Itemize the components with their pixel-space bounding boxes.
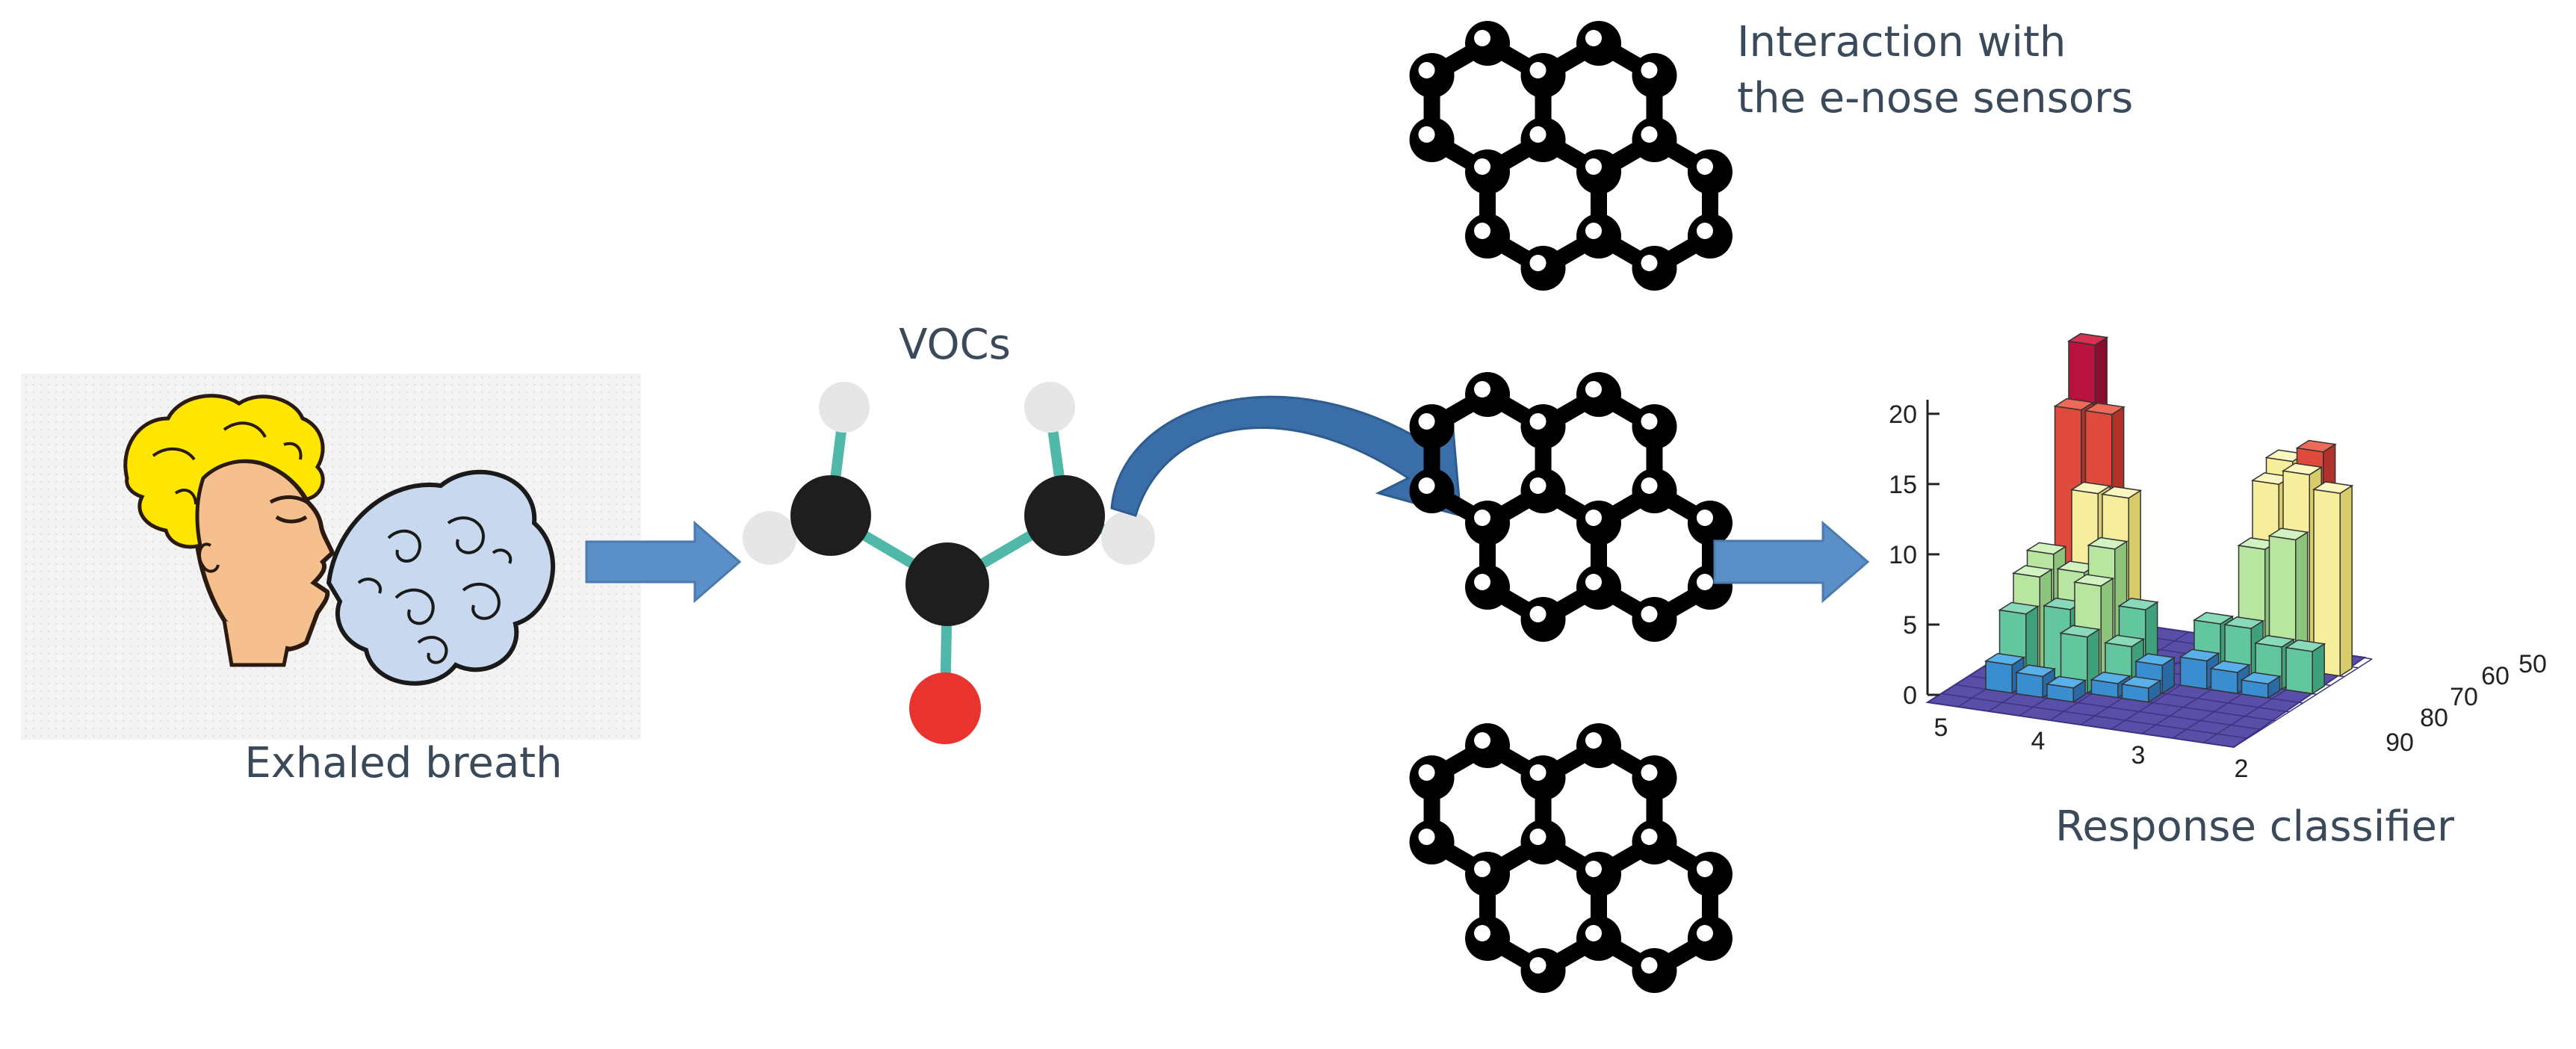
person-exhaling-icon xyxy=(123,394,335,667)
carbon-atom xyxy=(905,542,989,626)
hydrogen-atom xyxy=(1024,382,1075,433)
bar xyxy=(2312,481,2354,678)
oxygen-atom xyxy=(909,672,981,744)
exhaled-breath-label: Exhaled breath xyxy=(244,739,562,787)
x-tick-label: 2 xyxy=(2235,755,2249,783)
bar xyxy=(2045,675,2087,703)
bar xyxy=(2284,639,2326,695)
graphene-sensor-icon xyxy=(1409,21,1733,291)
x-tick-label: 3 xyxy=(2131,741,2146,770)
curved-arrow xyxy=(1110,395,1462,518)
bar xyxy=(2120,675,2162,704)
bar xyxy=(2240,672,2282,699)
z-tick-label: 10 xyxy=(1889,541,1917,569)
x-tick-label: 5 xyxy=(1934,714,1948,742)
interaction-label-line1: Interaction with xyxy=(1737,18,2066,66)
flow-arrow-1 xyxy=(585,520,742,604)
bar xyxy=(2209,660,2251,695)
z-tick-label: 20 xyxy=(1889,400,1917,429)
graphene-sensor-icon xyxy=(1409,372,1733,642)
vocs-label: VOCs xyxy=(899,321,1011,369)
carbon-atom xyxy=(790,475,871,556)
voc-molecule-icon: VOCs xyxy=(743,321,1155,744)
interaction-label-line2: the e-nose sensors xyxy=(1737,74,2133,123)
hydrogen-atom xyxy=(819,382,870,433)
response-classifier-label: Response classifier xyxy=(2055,802,2455,851)
y-tick-label: 50 xyxy=(2518,650,2547,678)
e-nose-sensors xyxy=(1409,21,1733,993)
x-tick-label: 4 xyxy=(2031,727,2046,755)
graphene-sensor-icon xyxy=(1409,723,1733,993)
exhaled-breath-panel: Exhaled breath xyxy=(21,374,641,787)
y-tick-label: 80 xyxy=(2420,704,2448,732)
y-tick-label: 90 xyxy=(2385,728,2414,757)
hydrogen-atom xyxy=(1101,511,1155,565)
bar xyxy=(2179,649,2220,690)
carbon-atom xyxy=(1024,475,1105,556)
breath-cloud-icon xyxy=(326,469,555,686)
hydrogen-atom xyxy=(743,511,796,565)
y-tick-label: 70 xyxy=(2450,683,2478,711)
z-tick-label: 15 xyxy=(1889,471,1917,499)
z-tick-label: 0 xyxy=(1903,681,1917,710)
flow-arrow-2 xyxy=(1713,520,1870,604)
y-tick-label: 60 xyxy=(2481,662,2510,690)
z-tick-label: 5 xyxy=(1903,611,1917,640)
